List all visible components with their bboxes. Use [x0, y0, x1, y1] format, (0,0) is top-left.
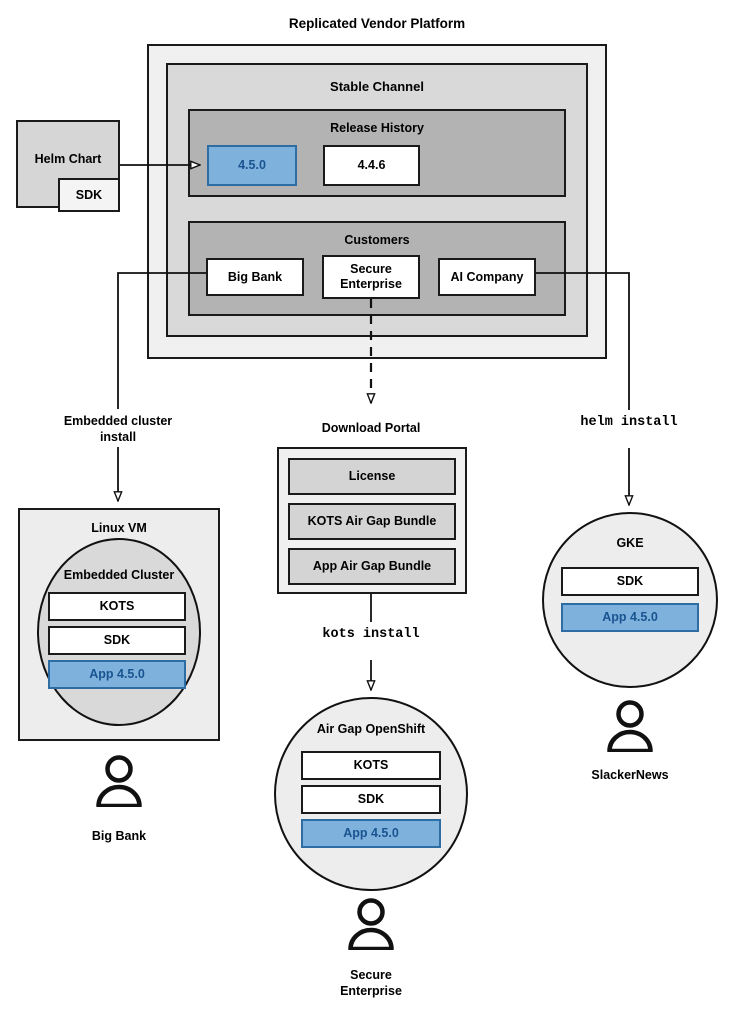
gke-component-app[interactable]: App 4.5.0: [561, 603, 699, 632]
avatar-slackernews: [607, 700, 653, 752]
gke-circle: [542, 512, 718, 688]
air-gap-openshift-title: Air Gap OpenShift: [316, 722, 426, 736]
release-4-5-0[interactable]: 4.5.0: [207, 145, 297, 186]
actor-label-secure-enterprise: Secure Enterprise: [340, 968, 402, 998]
stable-channel-title: Stable Channel: [330, 79, 424, 94]
avatar-big-bank: [96, 755, 142, 807]
release-4-4-6[interactable]: 4.4.6: [323, 145, 420, 186]
customers-title: Customers: [344, 233, 410, 247]
openshift-component-sdk[interactable]: SDK: [301, 785, 441, 814]
helm-chart-sdk-box[interactable]: SDK: [58, 178, 120, 212]
gke-component-sdk[interactable]: SDK: [561, 567, 699, 596]
helm-chart-label: Helm Chart: [34, 152, 102, 166]
download-portal-artifact-kots-air-gap-bundle[interactable]: KOTS Air Gap Bundle: [288, 503, 456, 540]
avatar-secure-enterprise: [348, 898, 394, 950]
openshift-component-kots[interactable]: KOTS: [301, 751, 441, 780]
release-history-title: Release History: [330, 121, 424, 135]
embedded-cluster-title: Embedded Cluster: [63, 568, 175, 582]
openshift-component-app[interactable]: App 4.5.0: [301, 819, 441, 848]
page-title: Replicated Vendor Platform: [288, 16, 466, 31]
actor-label-big-bank: Big Bank: [91, 829, 147, 843]
download-portal-artifact-license[interactable]: License: [288, 458, 456, 495]
customer-big-bank[interactable]: Big Bank: [206, 258, 304, 296]
flow-label-embedded-cluster-install: Embedded cluster install: [63, 414, 173, 444]
download-portal-artifact-app-air-gap-bundle[interactable]: App Air Gap Bundle: [288, 548, 456, 585]
customer-secure-enterprise[interactable]: Secure Enterprise: [322, 255, 420, 299]
linux-vm-component-sdk[interactable]: SDK: [48, 626, 186, 655]
gke-title: GKE: [616, 536, 644, 550]
download-portal-title: Download Portal: [321, 421, 421, 435]
actor-label-slackernews: SlackerNews: [591, 768, 669, 782]
customer-ai-company[interactable]: AI Company: [438, 258, 536, 296]
flow-label-kots-install: kots install: [322, 627, 420, 642]
linux-vm-title: Linux VM: [91, 521, 147, 535]
linux-vm-component-kots[interactable]: KOTS: [48, 592, 186, 621]
linux-vm-component-app[interactable]: App 4.5.0: [48, 660, 186, 689]
flow-label-helm-install: helm install: [580, 415, 678, 430]
